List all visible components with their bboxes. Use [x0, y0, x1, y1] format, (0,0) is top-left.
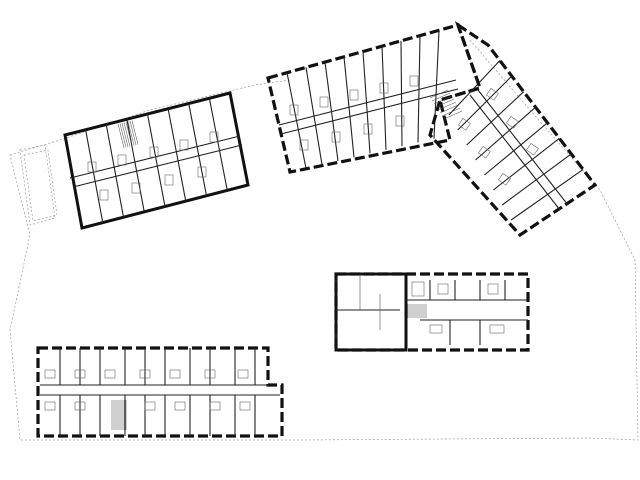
north-wing [63, 91, 250, 230]
partition-wall [324, 62, 339, 161]
stair-tread [131, 120, 139, 145]
stair-tread [439, 104, 459, 114]
partition-wall [305, 67, 323, 165]
partition-wall [126, 119, 145, 212]
stair-tread [433, 95, 453, 105]
partition-wall [381, 46, 387, 150]
partition-wall [208, 98, 228, 191]
stair-tread [127, 121, 135, 146]
stair-tread [121, 122, 129, 148]
stair-tread [123, 122, 131, 147]
stair-tread [441, 107, 461, 117]
service-block [334, 272, 530, 352]
south-wing [36, 346, 284, 438]
partition-wall [146, 113, 166, 207]
stair-tread [125, 121, 133, 147]
stair-tread [429, 89, 449, 99]
partition-wall [286, 72, 307, 169]
stair-tread [119, 123, 127, 148]
partition-wall [510, 168, 584, 221]
partition-wall [457, 75, 513, 131]
l-wing-diagonal [428, 21, 598, 238]
partition-wall [167, 108, 187, 202]
stair-tread [437, 101, 457, 111]
partition-wall [400, 40, 403, 147]
partition-wall [484, 122, 548, 176]
partition-wall [492, 137, 560, 191]
partition-wall [343, 56, 355, 158]
stair-tread [129, 120, 137, 146]
stair-tread [117, 123, 125, 149]
partition-wall [362, 51, 371, 154]
partition-wall [475, 106, 536, 161]
partition-wall [501, 153, 572, 206]
partition-wall [448, 60, 501, 116]
stair-tread [431, 92, 451, 102]
partition-wall [105, 124, 125, 218]
partition-wall [466, 91, 525, 146]
partition-wall [188, 103, 208, 196]
site-boundary [9, 39, 639, 441]
stair-tread [435, 98, 455, 108]
stair-tread [443, 110, 463, 120]
partition-wall [417, 35, 421, 143]
partition-wall [85, 129, 104, 223]
